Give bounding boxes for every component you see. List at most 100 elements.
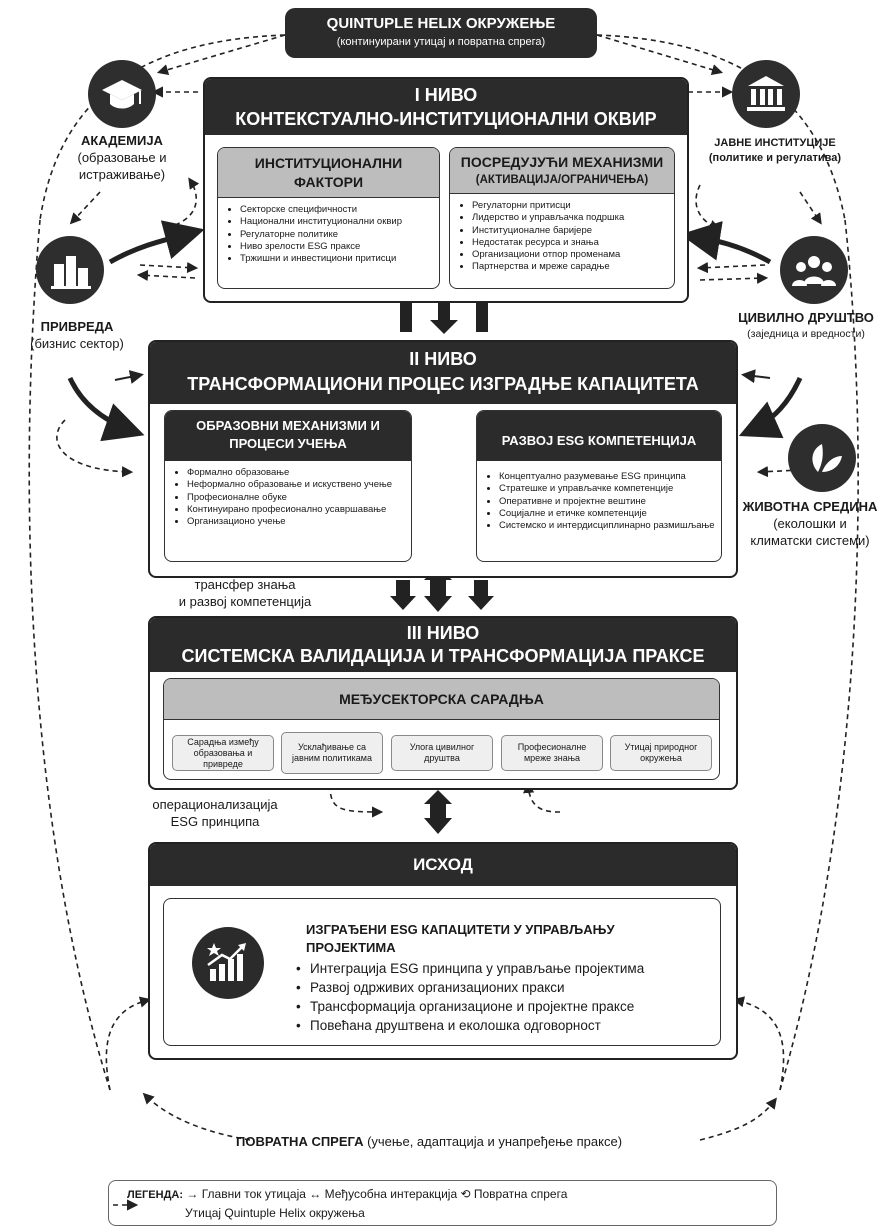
outcome-box: ИСХОД ИЗГРАЂЕНИ ESG КАПАЦИТЕТИ У УПРАВЉА… [148, 842, 738, 1060]
public-desc: (политике и регулатива) [708, 152, 842, 164]
chip-civil-society: Улога цивилног друштва [391, 735, 493, 771]
list-item: Стратешке и управљачке компетенције [499, 483, 717, 495]
banner-subtitle: (континуирани утицај и повратна спрега) [336, 36, 546, 48]
business-name: ПРИВРЕДА [40, 319, 114, 334]
cross-sector-cooperation-header: МЕЂУСЕКТОРСКА САРАДЊА [164, 679, 719, 720]
level-2-subtitle: ТРАНСФОРМАЦИОНИ ПРОЦЕС ИЗГРАДЊЕ КАПАЦИТЕ… [187, 374, 699, 394]
chip-public-policy: Усклађивање са јавним политикама [281, 732, 383, 774]
level-3-header: III НИВО СИСТЕМСКА ВАЛИДАЦИЈА И ТРАНСФОР… [150, 618, 736, 672]
institutional-factors-header: ИНСТИТУЦИОНАЛНИ ФАКТОРИ [218, 148, 439, 198]
actor-public-institutions: ЈАВНЕ ИНСТИТУЦИЈЕ (политике и регулатива… [700, 136, 850, 166]
list-item: Институционалне баријере [472, 225, 670, 237]
banner-title: QUINTUPLE HELIX ОКРУЖЕЊЕ [326, 15, 556, 32]
list-item: Концептуално разумевање ESG принципа [499, 471, 717, 483]
leaf-icon [788, 424, 856, 492]
level-3-box: III НИВО СИСТЕМСКА ВАЛИДАЦИЈА И ТРАНСФОР… [148, 616, 738, 790]
list-item: Регулаторне политике [240, 229, 435, 241]
esg-competencies-header: РАЗВОЈ ESG КОМПЕТЕНЦИЈА [477, 411, 721, 461]
actor-academia: АКАДЕМИЈА (образовање и истраживање) [58, 132, 186, 183]
list-item: Национални институционални оквир [240, 216, 435, 228]
list-item: Недостатак ресурса и знања [472, 237, 670, 249]
actor-business: ПРИВРЕДА (бизнис сектор) [22, 318, 132, 352]
level-1-title: I НИВО [414, 85, 478, 105]
public-name: ЈАВНЕ ИНСТИТУЦИЈЕ [714, 137, 836, 149]
list-item: Трансформација организационе и пројектне… [310, 997, 644, 1016]
chip-natural-environment: Утицај природног окружења [610, 735, 712, 771]
list-item: Организациони отпор променама [472, 249, 670, 261]
level-2-box: II НИВО ТРАНСФОРМАЦИОНИ ПРОЦЕС ИЗГРАДЊЕ … [148, 340, 738, 578]
operationalization-note: операционализација ESG принципа [136, 796, 294, 830]
environment-name: ЖИВОТНА СРЕДИНА [742, 499, 878, 514]
feedback-loop-label: ПОВРАТНА СПРЕГА (учење, адаптација и уна… [236, 1134, 622, 1149]
level-3-subtitle: СИСТЕМСКА ВАЛИДАЦИЈА И ТРАНСФОРМАЦИЈА ПР… [181, 646, 705, 666]
level-1-header: I НИВО КОНТЕКСТУАЛНО-ИНСТИТУЦИОНАЛНИ ОКВ… [205, 79, 687, 135]
city-buildings-icon [36, 236, 104, 304]
level-1-subtitle: КОНТЕКСТУАЛНО-ИНСТИТУЦИОНАЛНИ ОКВИР [235, 109, 657, 129]
legend-row-2: Утицај Quintuple Helix окружења [185, 1206, 365, 1220]
institutional-factors-title-2: ФАКТОРИ [293, 174, 364, 190]
feedback-rest: (учење, адаптација и унапређење праксе) [363, 1134, 623, 1149]
list-item: Системско и интердисциплинарно размишљањ… [499, 520, 717, 532]
legend-label: ЛЕГЕНДА: [127, 1189, 184, 1201]
mediating-mechanisms-list: Регулаторни притисци Лидерство и управља… [450, 200, 674, 274]
list-item: Лидерство и управљачка подршка [472, 212, 670, 224]
knowledge-transfer-line-1: трансфер знања [194, 577, 296, 592]
list-item: Неформално образовање и искуствено учење [187, 479, 407, 491]
list-item: Формално образовање [187, 467, 407, 479]
academia-name: АКАДЕМИЈА [81, 133, 163, 148]
list-item: Интеграција ESG принципа у управљање про… [310, 959, 644, 978]
feedback-bold: ПОВРАТНА СПРЕГА [236, 1134, 364, 1149]
list-item: Професионалне обуке [187, 492, 407, 504]
chip-education-business: Сарадња између образовања и привреде [172, 735, 274, 771]
knowledge-transfer-line-2: и развој компетенција [178, 594, 312, 609]
actor-civil-society: ЦИВИЛНО ДРУШТВО (заједница и вредности) [736, 310, 876, 342]
mediating-mechanisms-title-1: ПОСРЕДУЈУЋИ МЕХАНИЗМИ [460, 154, 664, 170]
growth-chart-icon [192, 927, 264, 999]
list-item: Оперативне и пројектне вештине [499, 496, 717, 508]
esg-competencies-box: РАЗВОЈ ESG КОМПЕТЕНЦИЈА Концептуално раз… [476, 410, 722, 562]
list-item: Партнерства и мреже сарадње [472, 261, 670, 273]
outcome-title: ИЗГРАЂЕНИ ESG КАПАЦИТЕТИ У УПРАВЉАЊУ ПРО… [306, 922, 615, 955]
business-desc: (бизнис сектор) [30, 336, 124, 351]
outcome-list: Интеграција ESG принципа у управљање про… [292, 959, 644, 1035]
list-item: Социјалне и етичке компетенције [499, 508, 717, 520]
education-mechanisms-header: ОБРАЗОВНИ МЕХАНИЗМИ И ПРОЦЕСИ УЧЕЊА [165, 411, 411, 461]
civil-name: ЦИВИЛНО ДРУШТВО [738, 310, 874, 325]
civil-desc: (заједница и вредности) [747, 328, 865, 340]
graduation-cap-icon [88, 60, 156, 128]
institutional-factors-list: Секторске специфичности Национални инсти… [218, 204, 439, 265]
outer-dashed-right-2 [779, 219, 859, 1091]
legend-main-entries: → Главни ток утицаја ↔ Међусобна интерак… [186, 1187, 568, 1201]
mediating-mechanisms-header: ПОСРЕДУЈУЋИ МЕХАНИЗМИ (АКТИВАЦИЈА/ОГРАНИ… [450, 148, 674, 194]
education-mechanisms-box: ОБРАЗОВНИ МЕХАНИЗМИ И ПРОЦЕСИ УЧЕЊА Форм… [164, 410, 412, 562]
level-3-title: III НИВО [406, 623, 480, 643]
operationalization-line-1: операционализација [152, 797, 278, 812]
outcome-header: ИСХОД [150, 844, 736, 886]
education-mechanisms-title-2: ПРОЦЕСИ УЧЕЊА [229, 436, 347, 451]
government-building-icon [732, 60, 800, 128]
quintuple-helix-banner: QUINTUPLE HELIX ОКРУЖЕЊЕ (континуирани у… [285, 8, 597, 58]
list-item: Секторске специфичности [240, 204, 435, 216]
knowledge-transfer-note: трансфер знања и развој компетенција [160, 576, 330, 610]
academia-desc: (образовање и истраживање) [77, 150, 167, 182]
institutional-factors-title-1: ИНСТИТУЦИОНАЛНИ [254, 155, 403, 171]
environment-desc: (еколошки и климатски системи) [750, 516, 870, 548]
operationalization-line-2: ESG принципа [170, 814, 260, 829]
level-1-box: I НИВО КОНТЕКСТУАЛНО-ИНСТИТУЦИОНАЛНИ ОКВ… [203, 77, 689, 303]
legend-dashed-entry: Утицај Quintuple Helix окружења [185, 1206, 365, 1220]
mediating-mechanisms-box: ПОСРЕДУЈУЋИ МЕХАНИЗМИ (АКТИВАЦИЈА/ОГРАНИ… [449, 147, 675, 289]
legend: ЛЕГЕНДА: → Главни ток утицаја ↔ Међусобн… [108, 1180, 777, 1226]
legend-row-1: ЛЕГЕНДА: → Главни ток утицаја ↔ Међусобн… [127, 1187, 567, 1201]
institutional-factors-box: ИНСТИТУЦИОНАЛНИ ФАКТОРИ Секторске специф… [217, 147, 440, 289]
chip-knowledge-networks: Професионалне мреже знања [501, 735, 603, 771]
list-item: Континуирано професионално усавршавање [187, 504, 407, 516]
list-item: Повећана друштвена и еколошка одговорнос… [310, 1016, 644, 1035]
level-2-header: II НИВО ТРАНСФОРМАЦИОНИ ПРОЦЕС ИЗГРАДЊЕ … [150, 342, 736, 404]
mediating-mechanisms-title-2: (АКТИВАЦИЈА/ОГРАНИЧЕЊА) [475, 174, 649, 186]
level-2-title: II НИВО [409, 349, 477, 369]
actor-environment: ЖИВОТНА СРЕДИНА (еколошки и климатски си… [742, 498, 878, 549]
list-item: Тржишни и инвестициони притисци [240, 253, 435, 265]
list-item: Развој одрживих организационих пракси [310, 978, 644, 997]
esg-competencies-list: Концептуално разумевање ESG принципа Стр… [477, 471, 721, 532]
outcome-inner-box: ИЗГРАЂЕНИ ESG КАПАЦИТЕТИ У УПРАВЉАЊУ ПРО… [163, 898, 721, 1046]
